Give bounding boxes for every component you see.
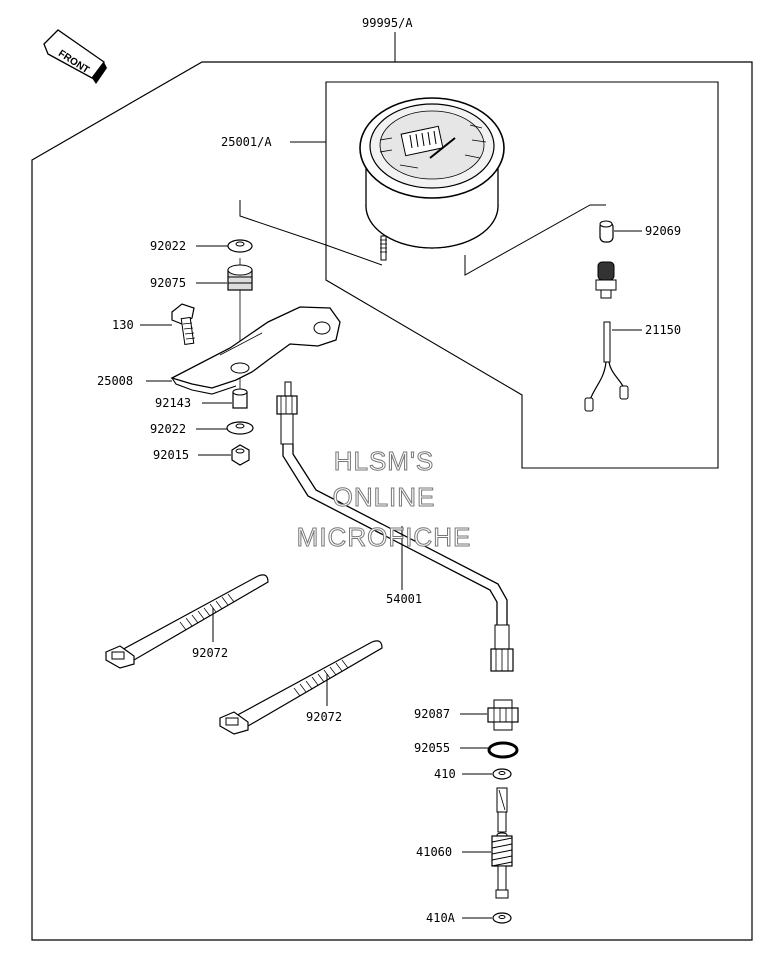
assembly-boundary [31,61,753,941]
washer-icon [227,239,253,253]
washer-410-icon [492,768,512,780]
nut-label: 92015 [153,448,189,462]
meter-mount-guide [239,200,383,266]
bulb-label: 92069 [645,224,681,238]
cable-label: 54001 [386,592,422,606]
washer-410a-label: 410A [426,911,456,925]
band-left-label: 92072 [192,646,228,660]
collar-icon [232,388,248,409]
cable-icon [276,381,514,672]
washer-bottom-label: 92022 [150,422,186,436]
band-right-icon [219,640,383,735]
watermark-line-1: HLSM'S [334,446,435,476]
bushing-icon [487,699,519,731]
damper-icon [227,264,253,291]
bracket-icon [170,306,341,395]
nut-icon [231,444,250,466]
bulb-icon [599,220,614,243]
watermark-line-2: ONLINE [333,482,436,512]
watermark-line-3: MICROFICHE [297,522,472,552]
meter-assembly-boundary [325,81,719,469]
assembly-label: 99995/A [362,16,413,30]
speedometer-icon [359,97,505,261]
socket-harness-icon [584,261,629,412]
o-ring-label: 92055 [414,741,450,755]
watermark: HLSM'S ONLINE MICROFICHE [296,446,472,553]
o-ring-icon [487,741,519,759]
washer-410-label: 410 [434,767,456,781]
bolt-icon [171,303,196,345]
washer-bottom-icon [226,421,254,435]
band-right-label: 92072 [306,710,342,724]
washer-top-label: 92022 [150,239,186,253]
front-arrow-icon: FRONT [43,29,107,84]
meter-right-guide [464,204,606,276]
collar-label: 92143 [155,396,191,410]
gear-label: 41060 [416,845,452,859]
harness-label: 21150 [645,323,681,337]
bolt-label: 130 [112,318,134,332]
gear-shaft-icon [491,787,513,899]
meter-assembly-label: 25001/A [221,135,272,149]
damper-label: 92075 [150,276,186,290]
washer-410a-icon [492,912,512,924]
bushing-label: 92087 [414,707,450,721]
band-left-icon [105,574,269,669]
bracket-label: 25008 [97,374,133,388]
